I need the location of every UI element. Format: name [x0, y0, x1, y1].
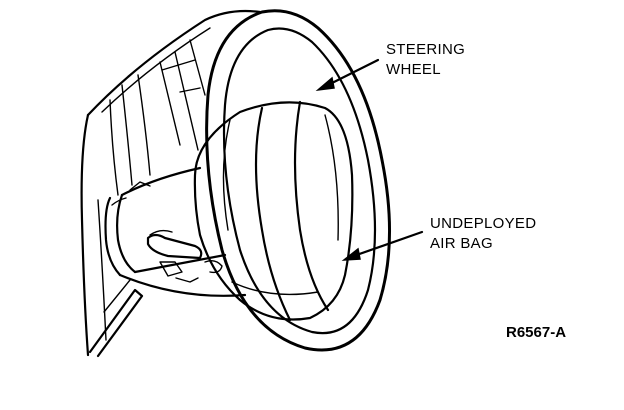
figure-code: R6567-A	[506, 324, 566, 341]
steering-wheel-label-line2: WHEEL	[386, 61, 441, 78]
air-bag-arrow	[341, 230, 424, 261]
air-bag-label-line2: AIR BAG	[430, 235, 493, 252]
steering-wheel-arrow	[315, 58, 380, 92]
air-bag-label-line1: UNDEPLOYED	[430, 215, 536, 232]
dashboard-panel	[80, 9, 262, 358]
air-bag-module	[193, 100, 354, 322]
steering-wheel-label-line1: STEERING	[386, 41, 465, 58]
steering-wheel-rim	[205, 9, 391, 352]
